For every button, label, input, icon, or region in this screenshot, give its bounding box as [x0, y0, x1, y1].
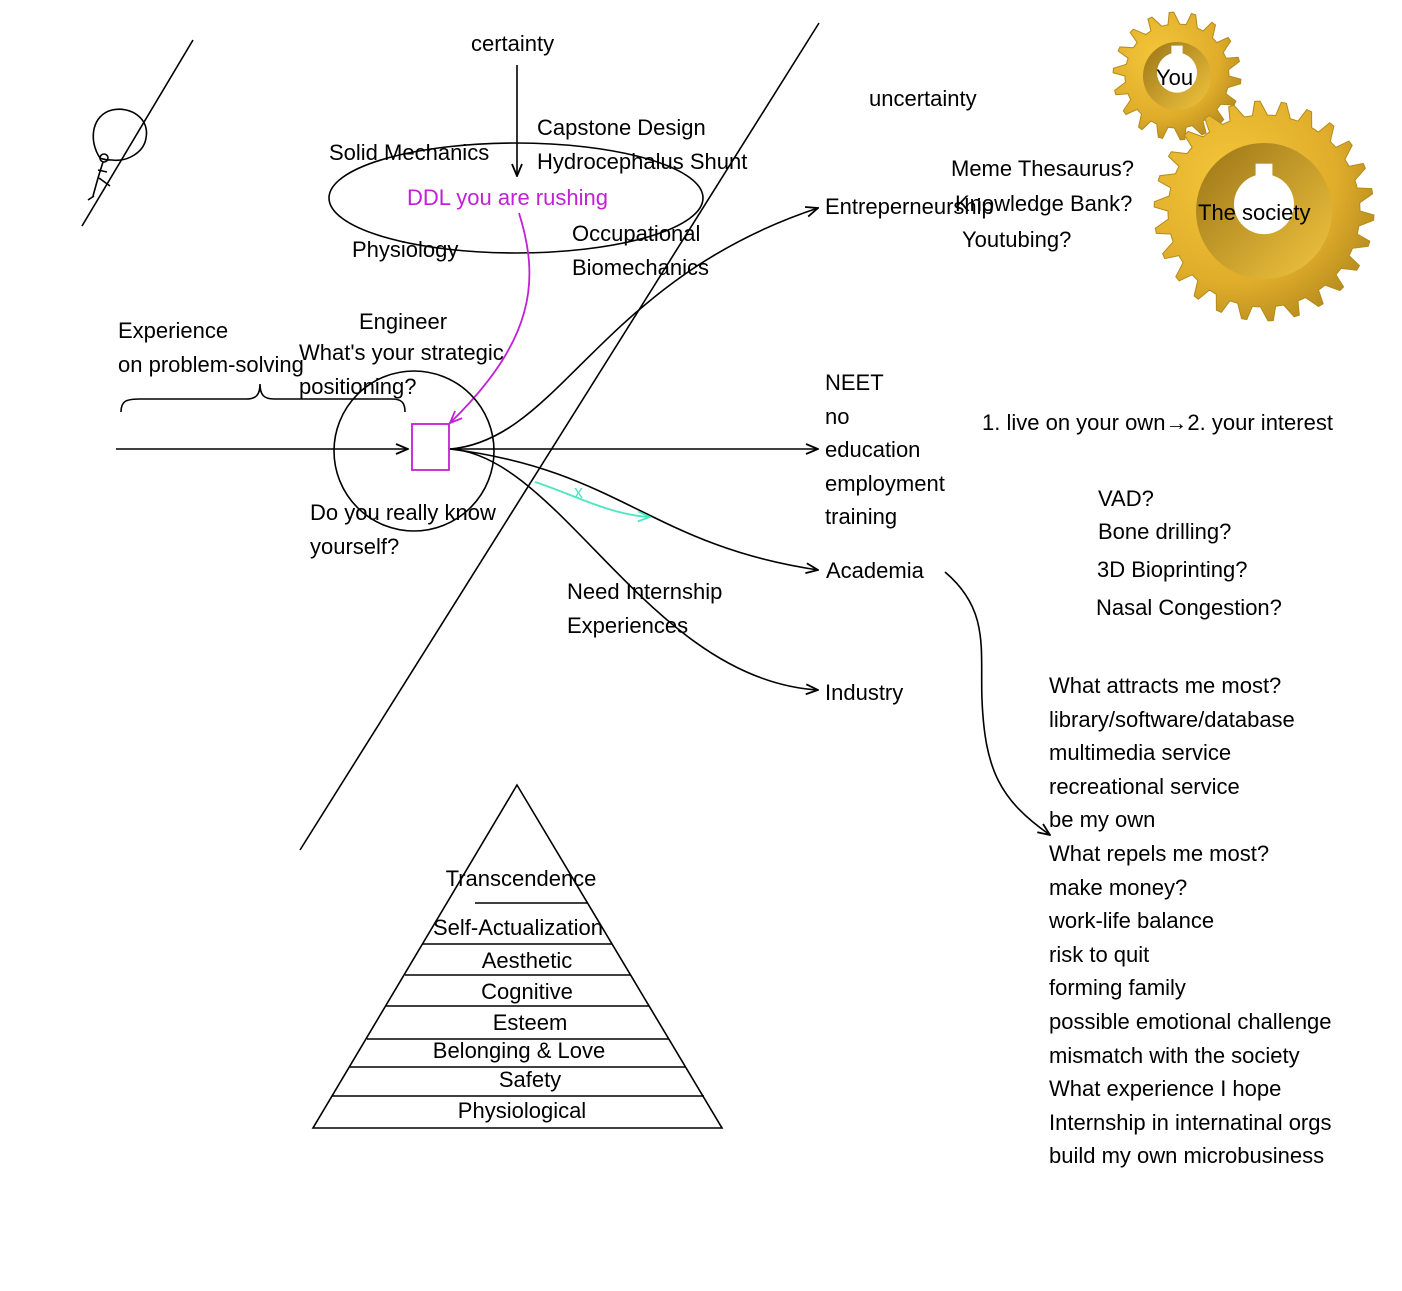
industry-path-arrow — [449, 448, 818, 690]
climber-sketch-icon — [81, 39, 194, 227]
gear-hole — [1157, 52, 1197, 93]
idea-knowledge-bank: Knowledge Bank? — [955, 191, 1133, 216]
topic-vad: VAD? — [1098, 486, 1154, 511]
list-item: What repels me most? — [1049, 840, 1270, 866]
maslow-pyramid — [311, 783, 724, 1129]
pyramid-level-physiological: Physiological — [457, 1098, 587, 1123]
ddl-label: DDL you are rushing — [407, 185, 608, 210]
list-item: What experience I hope — [1049, 1076, 1282, 1102]
experience-brace — [120, 383, 406, 413]
uncertainty-label: uncertainty — [869, 86, 977, 111]
academia-path-arrow — [449, 448, 818, 570]
topic-bone-drilling: Bone drilling? — [1098, 519, 1232, 544]
solid-mechanics-label: Solid Mechanics — [329, 140, 490, 165]
pyramid-level-cognitive: Cognitive — [481, 979, 573, 1004]
list-item: risk to quit — [1049, 941, 1150, 967]
society-gear-icon — [1153, 100, 1375, 322]
idea-youtubing: Youtubing? — [962, 227, 1072, 252]
industry-label: Industry — [825, 680, 904, 705]
gear-hole — [1234, 174, 1294, 235]
society-gear-label: The society — [1198, 200, 1311, 225]
list-item: possible emotional challenge — [1049, 1008, 1332, 1034]
know-yourself-label: Do you really know yourself? — [310, 500, 496, 559]
list-item: forming family — [1049, 975, 1186, 1001]
cross-mark: x — [574, 482, 583, 502]
list-item: recreational service — [1049, 773, 1240, 799]
list-item: build my own microbusiness — [1049, 1143, 1325, 1169]
biomechanics-label: Biomechanics — [572, 255, 709, 280]
pyramid-level-esteem: Esteem — [492, 1010, 568, 1035]
list-item: Internship in internatinal orgs — [1049, 1109, 1332, 1135]
list-item: multimedia service — [1049, 740, 1232, 766]
engineer-label: Engineer — [359, 309, 448, 334]
hydrocephalus-shunt-label: Hydrocephalus Shunt — [537, 149, 748, 174]
blocked-path-arrow — [534, 481, 650, 517]
neet-label: NEET no education employment training — [825, 370, 945, 530]
strategic-positioning-label: What's your strategic positioning? — [299, 340, 504, 399]
list-item: be my own — [1049, 807, 1156, 833]
gear-keyway — [1171, 45, 1183, 58]
topic-nasal-congestion: Nasal Congestion? — [1096, 595, 1282, 620]
entrepreneurship-path-arrow — [449, 208, 818, 450]
physiology-label: Physiology — [352, 237, 459, 262]
current-position-marker — [411, 423, 450, 471]
topic-3d-bioprinting: 3D Bioprinting? — [1097, 557, 1248, 582]
list-item: What attracts me most? — [1049, 673, 1282, 698]
you-gear-label: You — [1156, 65, 1194, 90]
pyramid-level-self-actualization: Self-Actualization — [433, 915, 603, 940]
priority-label: 1. live on your own→2. your interest — [982, 410, 1333, 435]
list-item: library/software/database — [1049, 706, 1295, 732]
list-item: mismatch with the society — [1049, 1042, 1300, 1068]
self-circle — [333, 370, 495, 532]
idea-meme-thesaurus: Meme Thesaurus? — [951, 156, 1135, 181]
occupational-label: Occupational — [572, 221, 701, 246]
pyramid-level-aesthetic: Aesthetic — [481, 948, 573, 973]
pyramid-level-safety: Safety — [498, 1067, 562, 1092]
capstone-design-label: Capstone Design — [537, 115, 706, 140]
academia-reflection-arrow — [944, 571, 1050, 835]
pyramid-level-belonging: Belonging & Love — [432, 1038, 606, 1063]
gear-keyway — [1255, 163, 1273, 182]
certainty-divider-line — [299, 22, 820, 851]
list-item: work-life balance — [1049, 908, 1215, 934]
ddl-pressure-arrow — [450, 212, 531, 423]
entrepreneurship-label: Entreperneurship — [825, 194, 994, 219]
you-gear-icon — [1112, 11, 1242, 141]
certainty-label: certainty — [471, 31, 555, 56]
experience-label: Experience on problem-solving — [118, 318, 304, 377]
reflection-list: What attracts me most? library/software/… — [1049, 669, 1332, 1173]
internship-label: Need Internship Experiences — [567, 579, 723, 638]
list-item: make money? — [1049, 874, 1188, 900]
academia-label: Academia — [826, 558, 924, 583]
pyramid-level-transcendence: Transcendence — [445, 866, 597, 891]
topics-ellipse — [328, 142, 704, 254]
